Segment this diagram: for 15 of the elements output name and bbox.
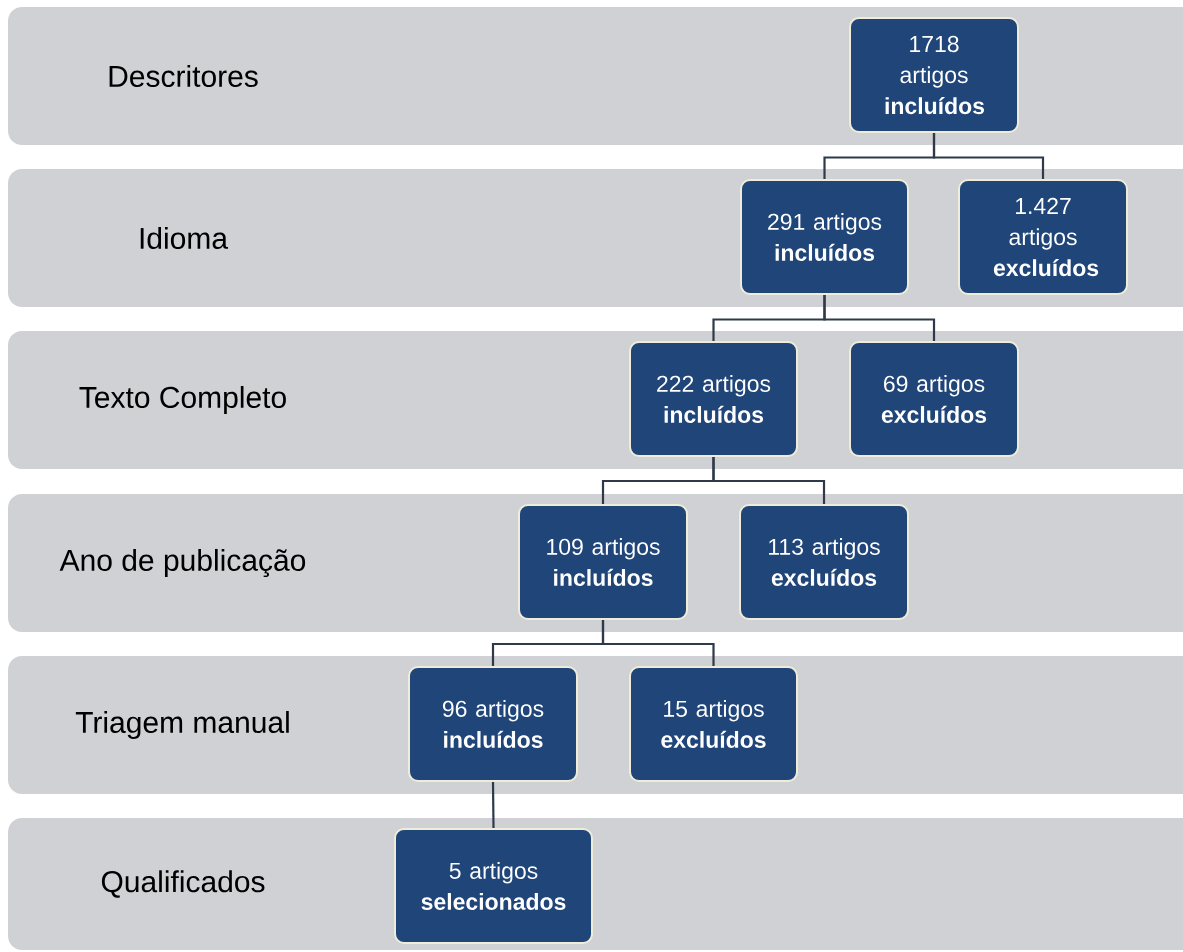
count-box: 109 artigos incluídos <box>518 504 688 620</box>
connector-line <box>712 457 826 504</box>
count-box: 1718 artigos incluídos <box>849 17 1019 133</box>
count-box: 1.427 artigos excluídos <box>958 179 1128 295</box>
connector-line <box>932 133 1045 179</box>
connector-line <box>823 295 936 341</box>
connector-line <box>491 782 495 828</box>
count-box: 113 artigos excluídos <box>739 504 909 620</box>
connector-line <box>601 620 715 666</box>
count-box: 15 artigos excluídos <box>629 666 798 782</box>
count-box: 291 artigos incluídos <box>740 179 909 295</box>
count-box: 222 artigos incluídos <box>629 341 798 457</box>
count-box: 5 artigos selecionados <box>394 828 593 944</box>
count-box: 96 artigos incluídos <box>408 666 578 782</box>
count-box: 69 artigos excluídos <box>849 341 1019 457</box>
